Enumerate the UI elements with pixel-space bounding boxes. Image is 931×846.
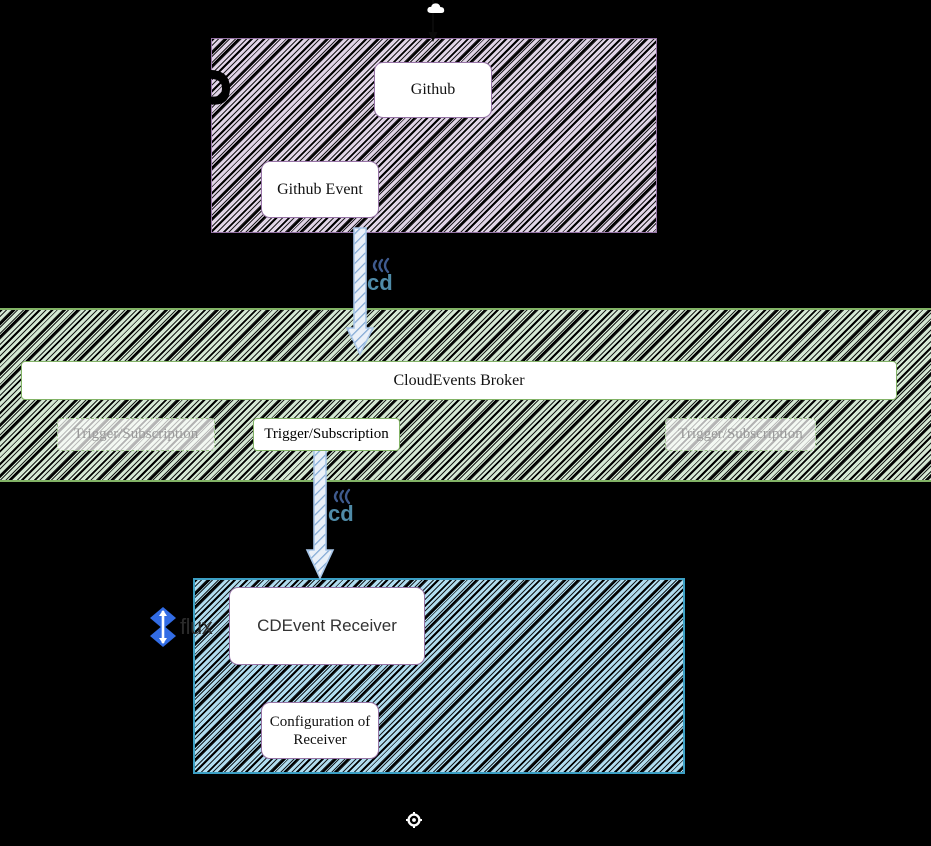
cloud-icon — [425, 0, 447, 23]
edge-trigger-to-receiver — [305, 449, 335, 580]
flux-diamond-icon — [150, 607, 176, 647]
node-configuration-of-receiver[interactable]: Configuration of Receiver — [261, 702, 379, 759]
cdevents-logo-icon: cd — [366, 256, 400, 299]
cloudevents-broker-bar[interactable]: CloudEvents Broker — [21, 361, 897, 400]
node-github[interactable]: Github — [374, 62, 492, 118]
trigger-subscription-1[interactable]: Trigger/Subscription — [57, 418, 215, 451]
cdevents-logo-icon-2: cd — [327, 487, 361, 530]
node-github-event[interactable]: Github Event — [261, 161, 379, 218]
svg-text:cd: cd — [328, 501, 354, 525]
edge-event-to-broker — [345, 227, 375, 356]
pin-glyph-icon — [196, 58, 240, 125]
flux-logo: flux — [148, 604, 213, 650]
trigger-subscription-2[interactable]: Trigger/Subscription — [253, 418, 400, 451]
gear-icon — [405, 811, 423, 834]
svg-text:cd: cd — [367, 270, 393, 294]
flux-label: flux — [180, 614, 213, 639]
trigger-subscription-3[interactable]: Trigger/Subscription — [665, 418, 816, 451]
node-cdevent-receiver[interactable]: CDEvent Receiver — [229, 587, 425, 665]
